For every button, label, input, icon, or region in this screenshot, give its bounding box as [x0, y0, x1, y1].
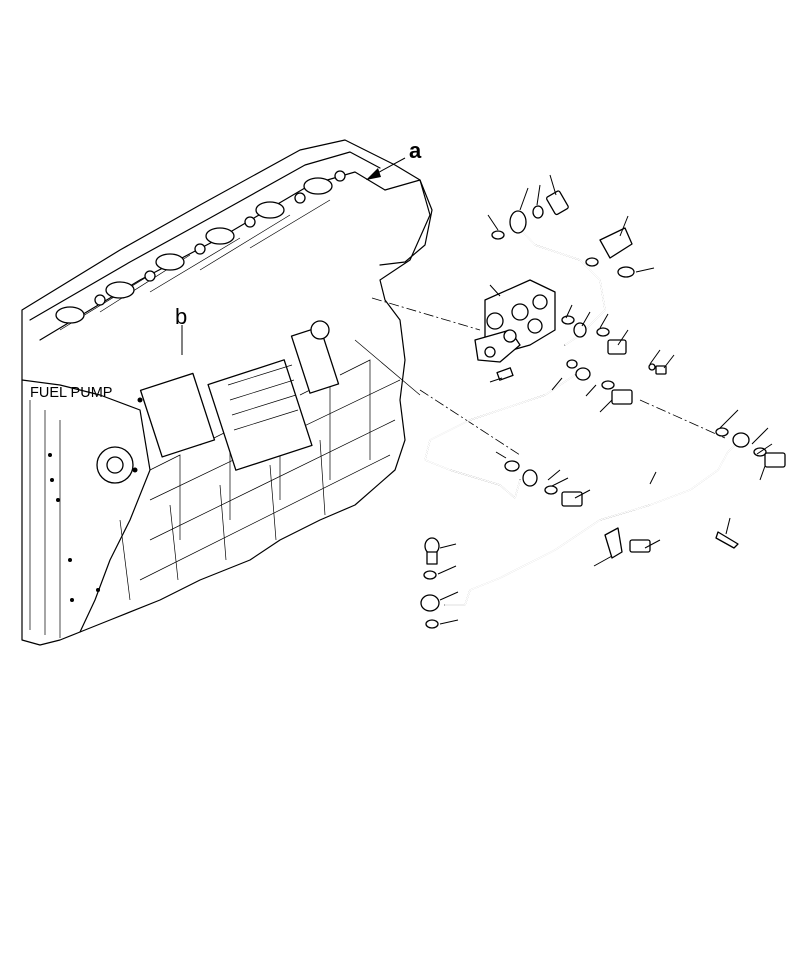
upper-hardware [491, 190, 667, 381]
view-marker-b: b [175, 304, 187, 355]
middle-fuel-pipe [424, 359, 633, 507]
view-marker-a-label: a [409, 138, 422, 163]
callout-leaders [437, 174, 773, 625]
view-marker-b-label: b [175, 304, 187, 329]
engine-block [21, 139, 433, 646]
filter-head [474, 279, 556, 363]
fuel-pump-label: FUEL PUMP [30, 385, 112, 401]
lower-fuel-pipe [420, 427, 786, 629]
assembly-centerlines [354, 297, 726, 456]
view-marker-a: a [366, 138, 422, 180]
